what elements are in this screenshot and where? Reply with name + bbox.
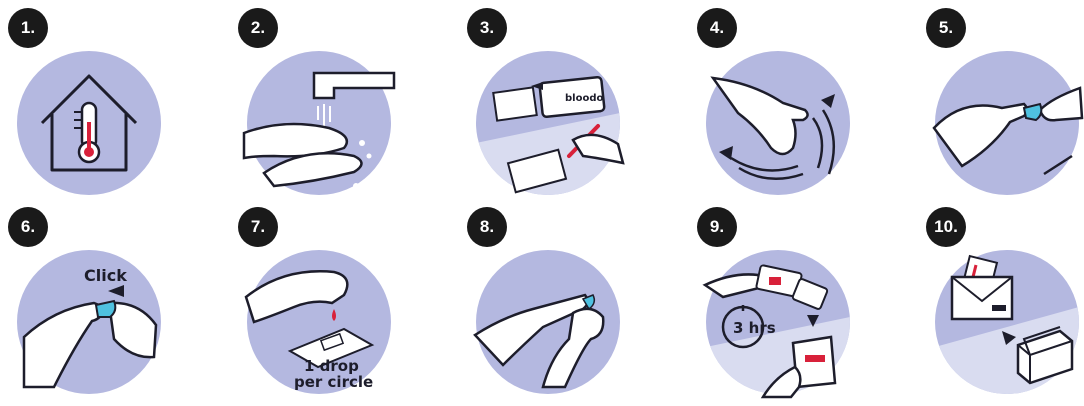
step-number-badge: 10. — [926, 207, 966, 247]
step-number-badge: 4. — [697, 8, 737, 48]
hand-shaking-icon — [703, 48, 853, 198]
step-6: 6. Click — [8, 207, 198, 406]
step-number-badge: 2. — [238, 8, 278, 48]
kit-unpacking-icon: bloodo — [473, 48, 623, 198]
hand-washing-icon — [244, 48, 394, 198]
brand-label: bloodo — [565, 93, 603, 104]
step-number-badge: 9. — [697, 207, 737, 247]
blood-drop-card-icon: 1 drop per circle — [244, 247, 394, 397]
plaster-icon — [473, 247, 623, 397]
step-1: 1. — [8, 8, 198, 207]
step-number-badge: 1. — [8, 8, 48, 48]
drying-timer-icon: 3 hrs — [703, 247, 853, 397]
step-number-badge: 8. — [467, 207, 507, 247]
step-number-badge: 7. — [238, 207, 278, 247]
step-number-badge: 5. — [926, 8, 966, 48]
step-8: 8. — [467, 207, 657, 406]
house-thermometer-icon — [14, 48, 164, 198]
step-5: 5. — [926, 8, 1084, 207]
timer-label: 3 hrs — [733, 319, 776, 337]
step-number-badge: 3. — [467, 8, 507, 48]
step-10: 10. — [926, 207, 1084, 406]
lancet-twist-icon — [932, 48, 1082, 198]
step-4: 4. — [697, 8, 887, 207]
return-envelope-icon — [932, 247, 1082, 397]
drop-label-line2: per circle — [294, 373, 373, 391]
step-9: 9. 3 hrs — [697, 207, 887, 406]
step-number-badge: 6. — [8, 207, 48, 247]
click-label: Click — [84, 266, 127, 285]
step-7: 7. 1 drop per circle — [238, 207, 428, 406]
step-3: 3. bloodo — [467, 8, 657, 207]
lancet-click-icon: Click — [14, 247, 164, 397]
step-2: 2. — [238, 8, 428, 207]
